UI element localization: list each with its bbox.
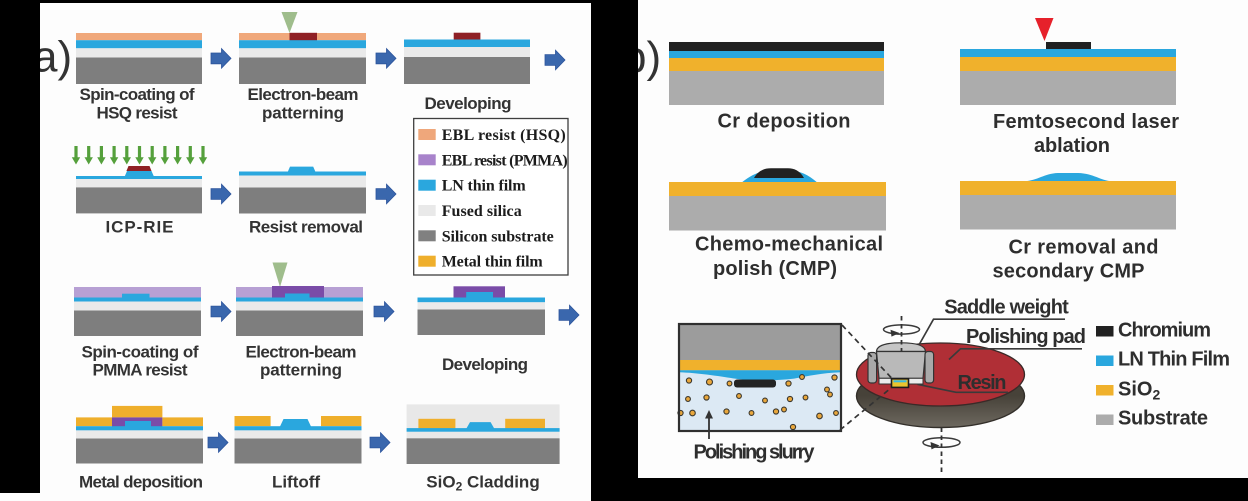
svg-text:Developing: Developing [425, 94, 512, 113]
svg-text:Cr deposition: Cr deposition [718, 111, 851, 133]
svg-text:Cr removal and: Cr removal and [1009, 237, 1159, 259]
svg-text:LN Thin Film: LN Thin Film [1118, 349, 1230, 371]
svg-text:EBL resist (HSQ): EBL resist (HSQ) [442, 127, 566, 144]
svg-text:Fused silica: Fused silica [442, 203, 522, 220]
svg-text:LN thin film: LN thin film [442, 178, 527, 195]
svg-text:Electron-beam: Electron-beam [248, 85, 359, 104]
svg-text:PMMA resist: PMMA resist [93, 361, 188, 380]
svg-text:Liftoff: Liftoff [272, 473, 320, 492]
svg-text:Electron-beam: Electron-beam [246, 343, 357, 362]
svg-text:Silicon substrate: Silicon substrate [442, 228, 554, 245]
svg-text:Metal deposition: Metal deposition [79, 473, 203, 492]
svg-text:patterning: patterning [260, 361, 342, 380]
svg-text:Spin-coating of: Spin-coating of [82, 343, 199, 362]
svg-text:Developing: Developing [442, 355, 528, 374]
svg-text:Polishing pad: Polishing pad [966, 326, 1086, 348]
svg-text:Chromium: Chromium [1118, 320, 1211, 342]
svg-text:patterning: patterning [262, 104, 344, 123]
svg-text:Metal thin film: Metal thin film [442, 254, 544, 271]
svg-text:Chemo-mechanical: Chemo-mechanical [695, 234, 883, 256]
svg-text:SiO2 Cladding: SiO2 Cladding [426, 473, 539, 494]
svg-text:Femtosecond laser: Femtosecond laser [993, 111, 1179, 133]
svg-text:EBL resist (PMMA): EBL resist (PMMA) [442, 152, 568, 169]
svg-text:Spin-coating of: Spin-coating of [80, 85, 195, 104]
svg-text:Resin: Resin [958, 372, 1007, 394]
svg-text:ICP-RIE: ICP-RIE [106, 218, 174, 237]
svg-text:polish (CMP): polish (CMP) [713, 258, 837, 280]
svg-text:HSQ resist: HSQ resist [97, 104, 178, 123]
svg-text:Polishing slurry: Polishing slurry [694, 442, 816, 464]
svg-text:ablation: ablation [1034, 135, 1110, 157]
svg-text:Saddle weight: Saddle weight [944, 297, 1069, 319]
svg-text:Resist removal: Resist removal [249, 218, 363, 237]
svg-text:Substrate: Substrate [1118, 408, 1208, 430]
svg-text:secondary CMP: secondary CMP [993, 261, 1145, 283]
